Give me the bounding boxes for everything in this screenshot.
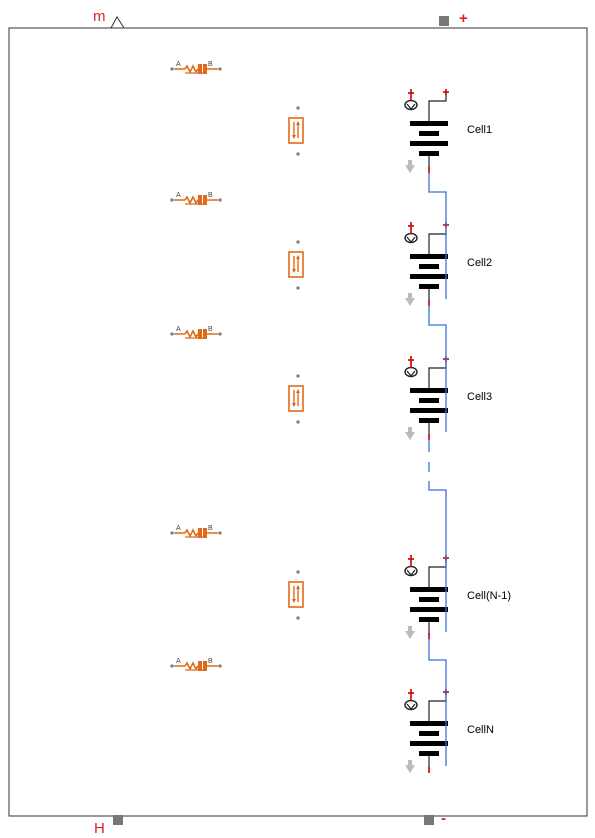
terminal-a-label: A: [176, 525, 181, 532]
port-h-label: H: [94, 820, 105, 837]
port-plus-label: +: [459, 10, 468, 27]
cell-label: Cell2: [467, 257, 492, 269]
battery-cell[interactable]: Cell(N-1): [404, 555, 511, 639]
port-m-label: m: [93, 8, 106, 25]
port-plus-connector[interactable]: [439, 16, 449, 26]
convective-heat-block[interactable]: [288, 570, 304, 620]
terminal-b-label: B: [208, 61, 213, 68]
terminal-b-label: B: [208, 192, 213, 199]
terminal-a-label: A: [176, 326, 181, 333]
port-h-connector[interactable]: [113, 815, 123, 825]
terminal-a-label: A: [176, 658, 181, 665]
subsystem-border: [8, 27, 588, 817]
series-wire: [428, 481, 447, 632]
cell-label: Cell(N-1): [467, 590, 511, 602]
cell-label: Cell1: [467, 124, 492, 136]
battery-cell[interactable]: Cell2: [404, 222, 492, 306]
cell-label: CellN: [467, 724, 494, 736]
port-minus-label: -: [441, 810, 446, 827]
convective-heat-block[interactable]: [288, 106, 304, 156]
terminal-b-label: B: [208, 326, 213, 333]
series-wire: [428, 306, 447, 432]
terminal-a-label: A: [176, 192, 181, 199]
terminal-b-label: B: [208, 658, 213, 665]
cell-label: Cell3: [467, 391, 492, 403]
thermal-port-m-icon[interactable]: [110, 16, 125, 29]
terminal-a-label: A: [176, 61, 181, 68]
port-minus-connector[interactable]: [424, 815, 434, 825]
battery-cell[interactable]: Cell3: [404, 356, 492, 440]
terminal-b-label: B: [208, 525, 213, 532]
convective-heat-block[interactable]: [288, 240, 304, 290]
battery-cell[interactable]: CellN: [404, 689, 494, 773]
series-wire: [428, 639, 447, 766]
series-wire: [428, 173, 447, 299]
battery-cell[interactable]: Cell1: [404, 89, 492, 173]
convective-heat-block[interactable]: [288, 374, 304, 424]
